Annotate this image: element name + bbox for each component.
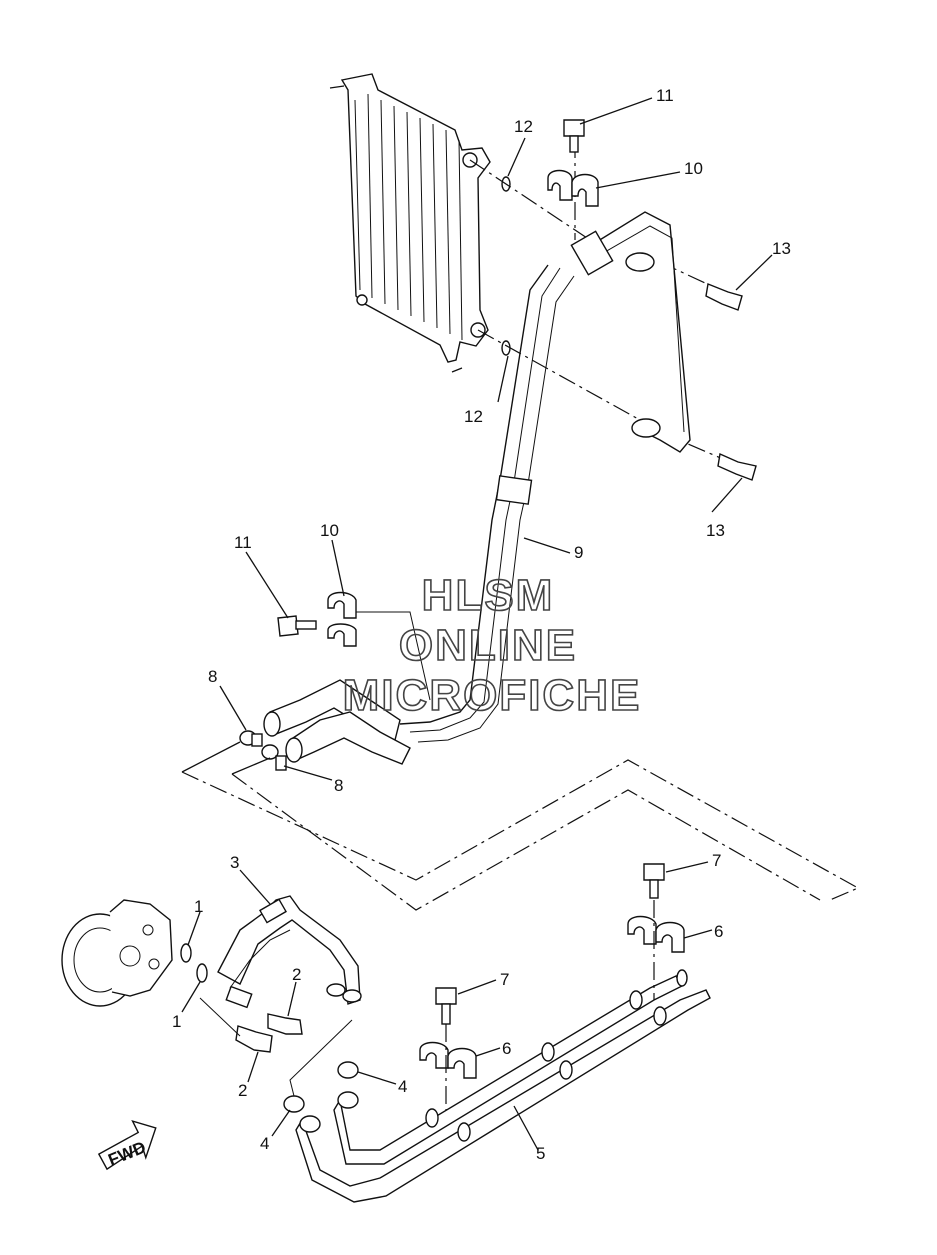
callout-13: 13 xyxy=(706,521,725,540)
clip-4-lower xyxy=(283,1095,305,1113)
callout-numbers: 11 12 10 13 12 13 9 11 10 8 8 3 1 1 2 2 … xyxy=(172,86,791,1163)
callout-8: 8 xyxy=(334,776,343,795)
watermark-line-2: ONLINE xyxy=(399,621,577,670)
callout-11: 11 xyxy=(656,86,674,105)
callout-3: 3 xyxy=(230,853,239,872)
watermark: HLSM ONLINE MICROFICHE xyxy=(342,570,642,721)
bolt-7-right xyxy=(643,863,665,899)
bolt-11-top xyxy=(563,119,585,153)
watermark-line-3: MICROFICHE xyxy=(343,671,642,720)
callout-11: 11 xyxy=(234,533,252,552)
assembly-line xyxy=(356,611,431,701)
oil-pipe-9 xyxy=(399,211,691,743)
clip-4-upper xyxy=(337,1061,359,1079)
assembly-line xyxy=(469,159,591,241)
callout-7: 7 xyxy=(500,970,509,989)
callout-4: 4 xyxy=(398,1077,407,1096)
clamp-6-left xyxy=(419,1041,477,1079)
o-ring-12-bottom xyxy=(501,340,511,356)
callout-12: 12 xyxy=(464,407,483,426)
connection-frame xyxy=(181,741,860,911)
clamp-6-right xyxy=(627,915,685,953)
callout-2: 2 xyxy=(292,965,301,984)
callout-2: 2 xyxy=(238,1081,247,1100)
bolt-11-mid xyxy=(277,615,317,637)
callout-5: 5 xyxy=(536,1144,545,1163)
engine-cover xyxy=(61,899,173,1007)
watermark-line-1: HLSM xyxy=(422,571,555,620)
hoses-upper xyxy=(263,679,411,765)
assembly-line xyxy=(199,997,241,1037)
o-ring-1-top xyxy=(180,943,192,963)
bolt-7-left xyxy=(435,987,457,1025)
fwd-arrow-icon: FWD xyxy=(97,1119,157,1171)
leader-lines xyxy=(181,97,773,1151)
callout-9: 9 xyxy=(574,543,583,562)
callout-10: 10 xyxy=(320,521,339,540)
clamp-10-top xyxy=(547,169,599,207)
bolt-2-upper xyxy=(267,1013,303,1035)
clip-8-bottom xyxy=(261,744,287,771)
oil-hose-5 xyxy=(295,969,711,1203)
bolt-13-bottom xyxy=(717,452,757,481)
callout-1: 1 xyxy=(172,1012,181,1031)
bolt-13-top xyxy=(705,283,743,311)
callout-12: 12 xyxy=(514,117,533,136)
o-ring-1-bottom xyxy=(196,963,208,983)
callout-1: 1 xyxy=(194,897,203,916)
bolt-2-lower xyxy=(235,1025,273,1053)
callout-6: 6 xyxy=(714,922,723,941)
callout-6: 6 xyxy=(502,1039,511,1058)
callout-4: 4 xyxy=(260,1134,269,1153)
callout-13: 13 xyxy=(772,239,791,258)
callout-7: 7 xyxy=(712,851,721,870)
callout-8: 8 xyxy=(208,667,217,686)
oil-cooler xyxy=(329,73,491,373)
callout-10: 10 xyxy=(684,159,703,178)
clip-8-top xyxy=(239,730,263,747)
assembly-line xyxy=(289,1019,353,1097)
oil-hose-3 xyxy=(217,895,362,1009)
clamp-10-mid xyxy=(327,591,357,647)
fwd-label: FWD xyxy=(106,1138,149,1170)
